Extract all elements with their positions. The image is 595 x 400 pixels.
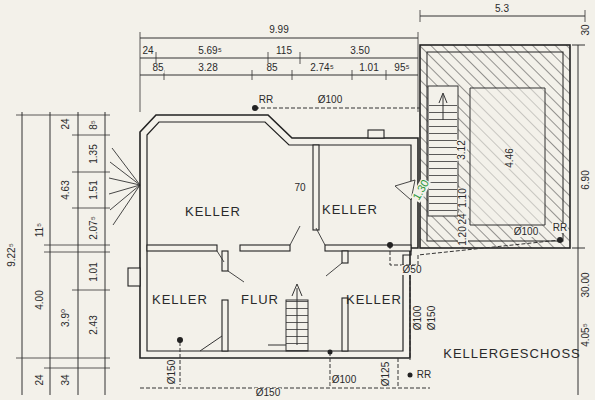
dimension-label: 1.35 bbox=[89, 143, 99, 164]
dimension-label: Ø150 bbox=[427, 305, 437, 331]
dimension-label: 115 bbox=[275, 46, 293, 56]
dimension-label: 30.00 bbox=[581, 271, 591, 298]
dimension-label: 3.9⁰ bbox=[61, 308, 71, 328]
dimension-label: 24 bbox=[458, 212, 468, 225]
dimension-label: 1.51 bbox=[89, 179, 99, 200]
dimension-label: 95⁵ bbox=[393, 63, 410, 73]
dimension-label: 2.07⁵ bbox=[89, 215, 99, 241]
dimension-label: RR bbox=[416, 370, 432, 380]
room-name: KELLER bbox=[344, 291, 408, 308]
dimension-label: 30 bbox=[581, 23, 591, 36]
dimension-label: Ø50 bbox=[402, 265, 423, 275]
dimension-label: RR bbox=[552, 223, 568, 233]
dimension-label: 34 bbox=[61, 373, 71, 386]
dimension-label: 24 bbox=[61, 117, 71, 130]
room-name: KELLER bbox=[183, 203, 247, 220]
dimension-label: 24 bbox=[35, 373, 45, 386]
dimension-label: 2.74⁵ bbox=[309, 63, 335, 73]
dimension-label: Ø150 bbox=[167, 359, 177, 385]
dimension-label: 85 bbox=[265, 63, 278, 73]
room-name: FLUR bbox=[239, 291, 285, 308]
dimension-label: 9.99 bbox=[268, 25, 289, 35]
dimension-label: 4.63 bbox=[61, 179, 71, 200]
dimension-label: 1.01 bbox=[89, 261, 99, 282]
dimension-label: 70 bbox=[293, 183, 306, 193]
room: KELLER bbox=[344, 291, 408, 310]
dimension-label: Ø100 bbox=[331, 375, 357, 385]
dimension-label: Ø100 bbox=[413, 305, 423, 331]
dimension-label: 5.3 bbox=[494, 4, 510, 14]
dimension-label: Ø100 bbox=[513, 227, 539, 237]
dimension-label: RR bbox=[258, 95, 274, 105]
dimension-label: Ø125 bbox=[381, 361, 391, 387]
dimension-label: 6.90 bbox=[581, 169, 591, 190]
room-name: KELLER bbox=[150, 291, 214, 308]
room: KELLER bbox=[150, 291, 214, 310]
room-name: KELLER bbox=[320, 201, 384, 218]
dimension-label: Ø150 bbox=[255, 388, 281, 398]
dimension-label: 1.10 bbox=[458, 187, 468, 208]
plan-title: KELLERGESCHOSS bbox=[442, 347, 582, 360]
dimension-label: 3.50 bbox=[349, 46, 370, 56]
dimension-label: 1.01 bbox=[358, 63, 379, 73]
dimension-label: 1.20 bbox=[458, 225, 468, 246]
dimension-label: 11⁵ bbox=[35, 222, 45, 239]
dimension-label: 1.30 bbox=[410, 177, 431, 203]
dimension-label: 85 bbox=[151, 63, 164, 73]
dimension-label: 24 bbox=[141, 46, 154, 56]
dimension-label: 2.43 bbox=[89, 314, 99, 335]
room: KELLER bbox=[183, 203, 247, 222]
dimension-label: 3.12 bbox=[457, 139, 467, 160]
dimension-label: 5.69⁵ bbox=[197, 46, 223, 56]
dimension-label: 4.05⁵ bbox=[581, 322, 591, 348]
room: FLUR bbox=[239, 291, 285, 310]
dimension-label: Ø100 bbox=[317, 95, 343, 105]
dimension-label: 9.22⁵ bbox=[7, 242, 17, 268]
dimension-label: 3.28 bbox=[197, 63, 218, 73]
dimension-label: 8⁵ bbox=[89, 119, 99, 131]
dimension-label: 4.00 bbox=[35, 289, 45, 310]
room: KELLER bbox=[320, 201, 384, 220]
dimension-label: 4.46 bbox=[505, 147, 515, 168]
